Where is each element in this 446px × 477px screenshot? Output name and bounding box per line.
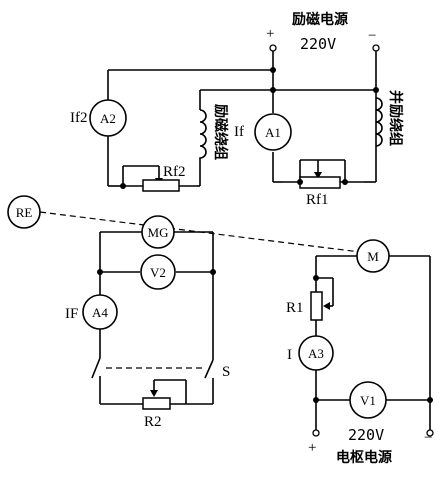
voltmeter-v2 [140, 254, 176, 290]
rheostat-rf1 [283, 159, 364, 189]
junction-dot [313, 275, 319, 281]
ammeter-a1-label: A1 [265, 125, 281, 140]
current-label-if2: If2 [70, 110, 88, 126]
voltmeter-v1-label: V1 [360, 393, 376, 408]
shunt-winding-label: 并励绕组 [387, 90, 404, 146]
load-rheostat-r2 [142, 379, 187, 410]
ammeter-a4-label: A4 [92, 305, 108, 320]
rheostat-rf2 [122, 165, 197, 192]
switch-s-label: S [222, 364, 230, 380]
junction-dot [373, 87, 379, 93]
excitation-wiring [107, 51, 377, 187]
generator-wiring [99, 231, 214, 405]
current-label-if-generator: IF [65, 306, 78, 322]
starting-rheostat-r1-label: R1 [286, 300, 304, 316]
excitation-minus-terminal [372, 44, 380, 52]
switch-s [91, 357, 214, 379]
excitation-plus-terminal [269, 44, 277, 52]
armature-supply-title: 电枢电源 [336, 449, 392, 466]
junction-dot [313, 397, 319, 403]
voltmeter-v2-label: V2 [150, 265, 166, 280]
junction-dot [427, 397, 433, 403]
generator-mg-label: MG [148, 225, 169, 240]
ammeter-a1 [254, 113, 292, 151]
motor-m-label: M [367, 249, 379, 264]
excitation-plus-sign: + [266, 26, 274, 42]
shunt-winding-coil [375, 97, 383, 147]
current-label-if: If [234, 124, 244, 140]
armature-supply-voltage: 220V [348, 426, 384, 444]
current-label-i: I [287, 347, 292, 363]
re-label: RE [16, 205, 33, 220]
junction-dot [342, 179, 348, 185]
ammeter-a2-label: A2 [100, 111, 116, 126]
motor-m [356, 239, 390, 273]
junction-dot [297, 179, 303, 185]
excitation-winding-coil [199, 109, 207, 160]
ammeter-a3-label: A3 [308, 346, 324, 361]
re-symbol [7, 195, 41, 229]
junction-dot [270, 67, 276, 73]
junction-dot [97, 269, 103, 275]
excitation-winding-label: 励磁绕组 [212, 104, 229, 160]
armature-minus-sign: − [424, 430, 432, 446]
generator-mg [141, 215, 175, 249]
armature-plus-terminal [312, 429, 320, 437]
armature-minus-terminal [426, 429, 434, 437]
ammeter-a4 [82, 294, 118, 330]
junction-dot [210, 269, 216, 275]
excitation-supply-voltage: 220V [300, 35, 336, 53]
load-rheostat-r2-label: R2 [144, 414, 162, 430]
voltmeter-v1 [349, 381, 387, 419]
rheostat-rf1-label: Rf1 [306, 192, 329, 208]
starting-rheostat-r1 [310, 277, 334, 321]
junction-dot [120, 183, 126, 189]
excitation-supply-title: 励磁电源 [292, 11, 348, 28]
armature-plus-sign: + [308, 440, 316, 456]
excitation-minus-sign: − [368, 28, 376, 44]
rheostat-rf2-label: Rf2 [163, 164, 186, 180]
junction-dot [270, 87, 276, 93]
ammeter-a3 [298, 335, 334, 371]
ammeter-a2 [89, 99, 127, 137]
